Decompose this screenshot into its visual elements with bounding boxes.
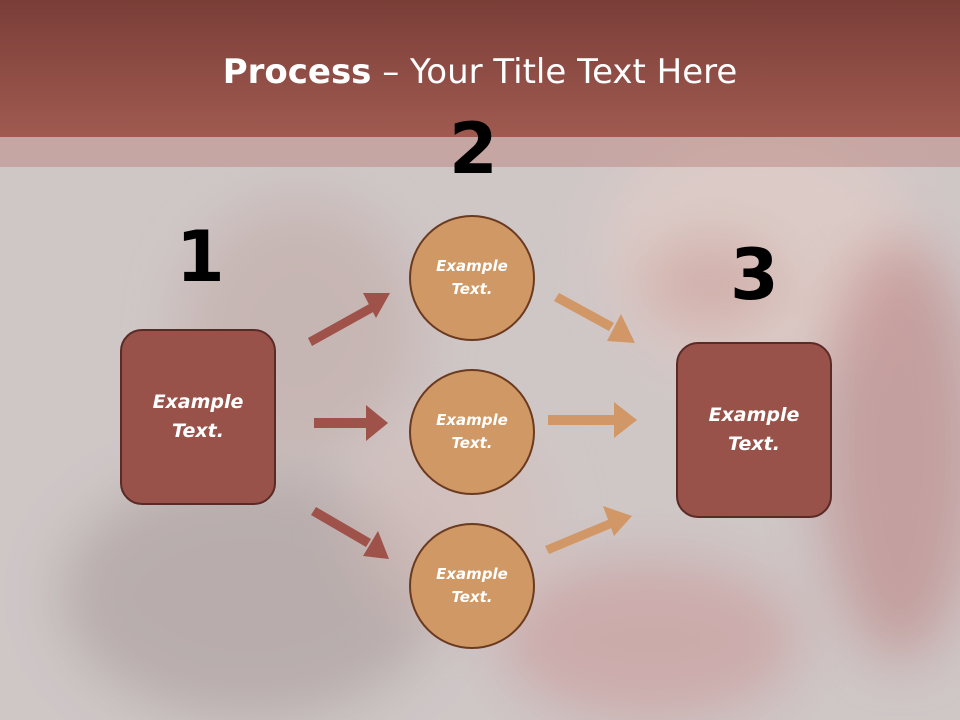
box-left-text: Example Text. — [152, 391, 244, 442]
circle-middle-text: Example Text. — [436, 411, 508, 452]
arrow-right-middle — [548, 402, 637, 438]
circle-top-text: Example Text. — [436, 257, 508, 298]
slide-title: Process – Your Title Text Here — [0, 52, 960, 92]
process-circle-bottom[interactable]: Example Text. — [409, 523, 535, 649]
arrow-left-down — [311, 507, 389, 559]
title-bar — [0, 0, 960, 137]
process-box-right[interactable]: Example Text. — [676, 342, 832, 518]
arrow-right-down — [554, 293, 635, 343]
title-strip — [0, 137, 960, 167]
arrow-right-up — [545, 506, 632, 554]
arrow-left-middle — [314, 405, 388, 441]
process-circle-top[interactable]: Example Text. — [409, 215, 535, 341]
process-circle-middle[interactable]: Example Text. — [409, 369, 535, 495]
circle-bottom-text: Example Text. — [436, 565, 508, 606]
step-number-2: 2 — [449, 108, 498, 190]
title-bold: Process — [222, 52, 372, 92]
step-number-1: 1 — [176, 216, 225, 298]
title-rest: – Your Title Text Here — [371, 52, 738, 92]
process-box-left[interactable]: Example Text. — [120, 329, 276, 505]
box-right-text: Example Text. — [708, 404, 800, 455]
step-number-3: 3 — [730, 234, 779, 316]
arrow-left-up — [308, 293, 390, 346]
